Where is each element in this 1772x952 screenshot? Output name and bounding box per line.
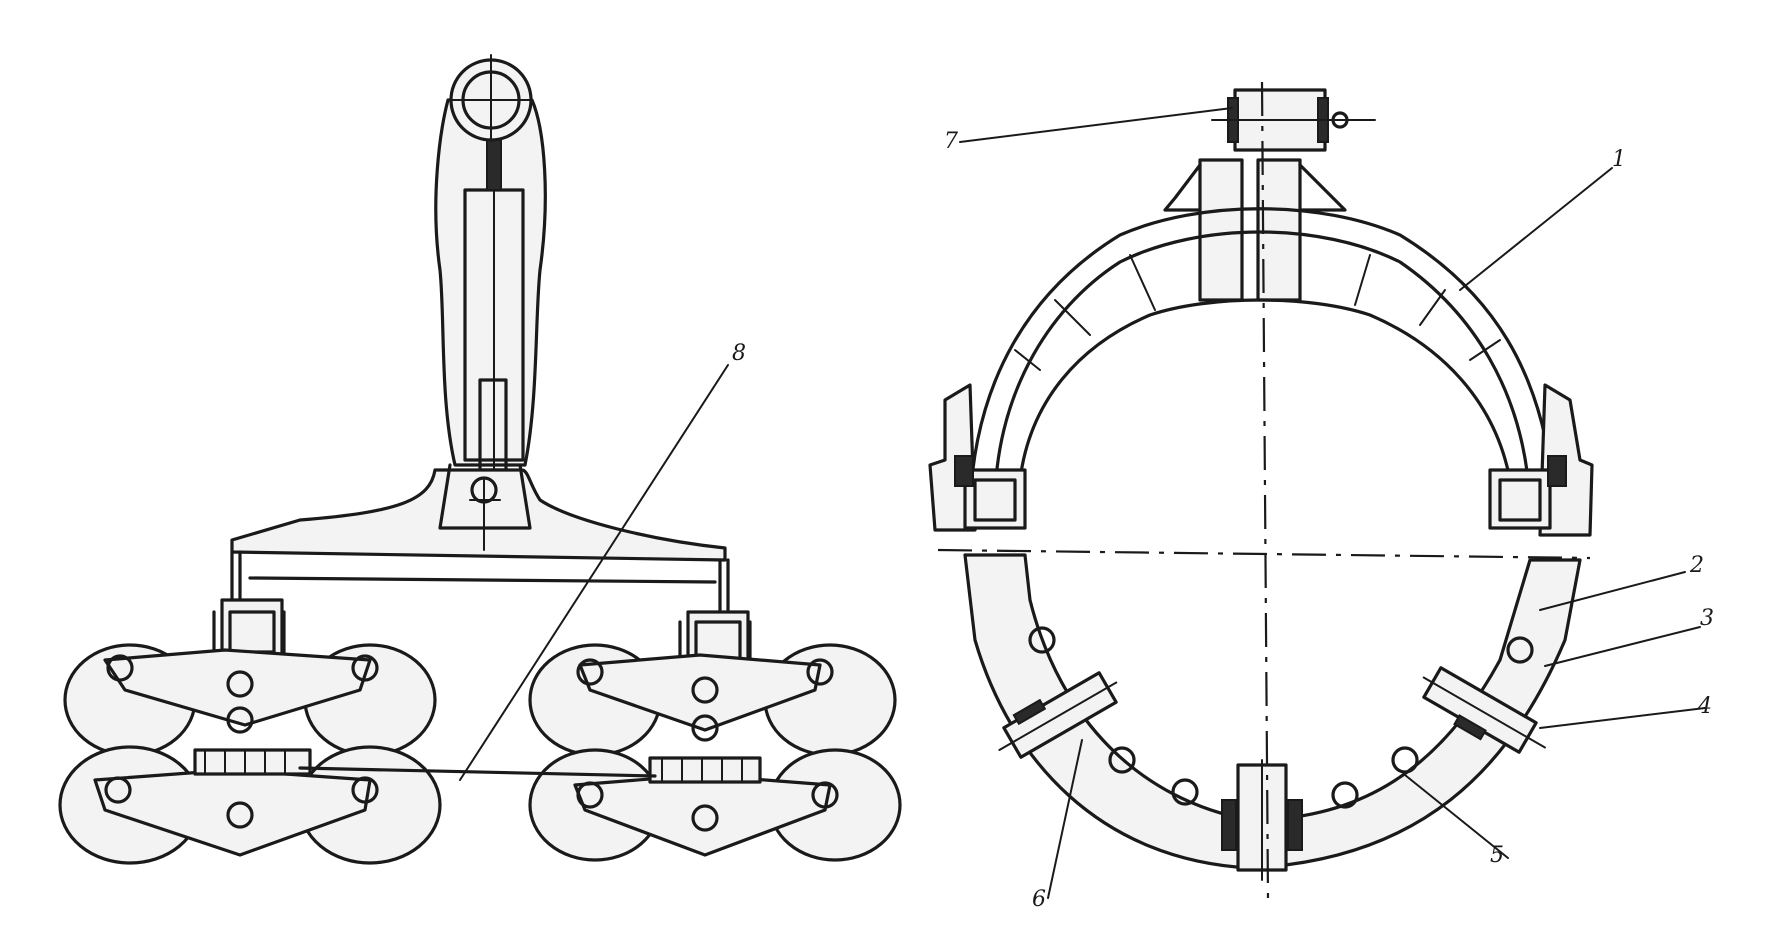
callout-1: 1 <box>1612 147 1626 172</box>
leader-4 <box>1539 707 1706 729</box>
callout-8: 8 <box>732 341 746 366</box>
lower-link-chain <box>963 553 1582 881</box>
callout-7: 7 <box>944 129 958 154</box>
leader-8 <box>459 364 729 781</box>
right-jaw <box>1422 666 1546 754</box>
front-view-ring-clamp: 7 1 2 3 4 5 6 <box>928 81 1714 912</box>
callout-5: 5 <box>1490 843 1504 868</box>
vertical-centerline <box>1260 81 1270 901</box>
leader-1 <box>1459 167 1613 291</box>
top-post <box>1163 88 1376 302</box>
left-jaw <box>998 671 1118 759</box>
callout-3: 3 <box>1700 606 1714 631</box>
callout-4: 4 <box>1697 694 1712 719</box>
yoke-plate <box>230 463 727 562</box>
right-roller-bogie <box>528 643 902 862</box>
leader-3 <box>1544 626 1701 667</box>
callout-6: 6 <box>1032 887 1046 912</box>
cross-beam <box>230 550 730 614</box>
leader-6 <box>1047 739 1083 899</box>
left-latch <box>928 383 1027 532</box>
right-latch <box>1488 383 1594 537</box>
leader-7 <box>959 107 1233 143</box>
upper-arch-frame <box>968 207 1557 507</box>
tie-rod <box>298 766 657 778</box>
callout-2: 2 <box>1689 553 1704 578</box>
side-view-trolley-assembly: 8 <box>58 54 902 865</box>
leader-2 <box>1539 571 1686 611</box>
leader-5 <box>1404 774 1509 859</box>
hanger-arm <box>434 54 547 501</box>
left-roller-bogie <box>58 643 442 865</box>
horizontal-centerline <box>937 548 1591 560</box>
